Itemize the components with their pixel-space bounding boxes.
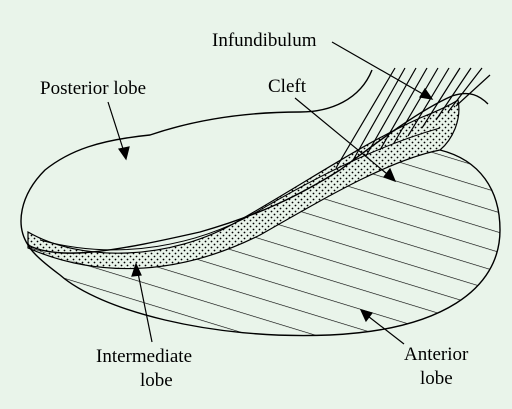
label-anterior-lobe-line1: Anterior: [404, 344, 469, 365]
label-anterior-lobe-line2: lobe: [420, 368, 453, 389]
label-infundibulum: Infundibulum: [212, 30, 317, 51]
label-intermediate-lobe-line1: Intermediate: [96, 346, 192, 367]
label-posterior-lobe: Posterior lobe: [40, 78, 146, 99]
label-cleft: Cleft: [268, 76, 307, 97]
label-intermediate-lobe-line2: lobe: [140, 370, 173, 391]
